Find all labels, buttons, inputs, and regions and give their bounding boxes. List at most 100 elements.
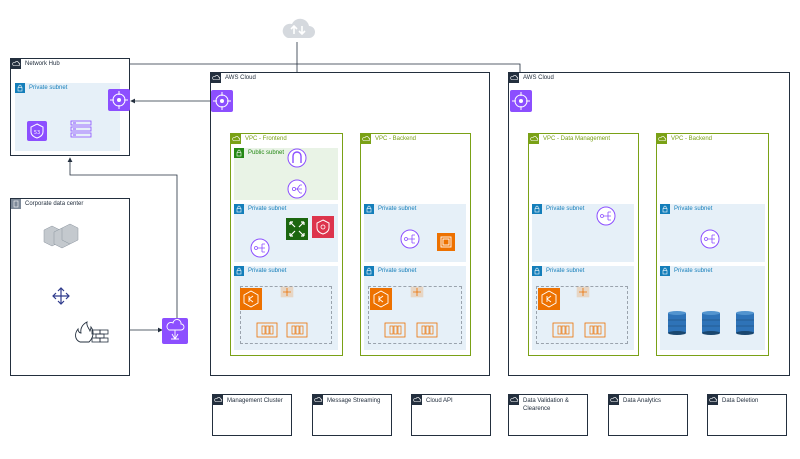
transit-gateway-icon (510, 90, 532, 112)
lock-icon (364, 266, 374, 276)
cloud-group-icon (313, 395, 323, 405)
lock-icon (364, 204, 374, 214)
fe-private-subnet-1-label: Private subnet (248, 206, 287, 212)
legend-label: Data Validation & Clearence (523, 398, 569, 412)
lock-icon (234, 204, 244, 214)
waf-icon (312, 216, 334, 238)
transit-gateway-icon (211, 90, 233, 112)
be1-private-subnet-2-label: Private subnet (378, 268, 417, 274)
cloud-group-icon (708, 395, 718, 405)
lock-icon (532, 204, 542, 214)
eks-icon (370, 288, 392, 310)
legend-message-streaming: Message Streaming (312, 394, 392, 436)
legend-label: Message Streaming (327, 398, 381, 404)
container-icon (416, 322, 438, 338)
be1-private-subnet-1-label: Private subnet (378, 206, 417, 212)
dm-private-subnet-1-label: Private subnet (546, 206, 585, 212)
vpc-data-management-label: VPC - Data Management (543, 136, 611, 142)
fe-private-subnet-2: Private subnet (234, 266, 338, 350)
vpc-backend-1-group: VPC - Backend (360, 133, 471, 356)
hub-private-subnet-label: Private subnet (29, 85, 68, 91)
vpc-icon (361, 134, 371, 144)
node-icon (280, 286, 294, 298)
legend-label: Cloud API (426, 398, 453, 404)
be2-private-subnet-2-label: Private subnet (674, 268, 713, 274)
legend-cloud-api: Cloud API (411, 394, 491, 436)
fe-node-group (240, 286, 332, 344)
router-icon (52, 287, 70, 305)
legend-management-cluster: Management Cluster (212, 394, 292, 436)
vpc-frontend-label: VPC - Frontend (245, 136, 287, 142)
legend-label: Data Analytics (623, 398, 662, 404)
lock-icon (660, 204, 670, 214)
vpc-backend-2-label: VPC - Backend (671, 136, 713, 142)
svg-text:53: 53 (34, 130, 40, 136)
cloud-group-icon (609, 395, 619, 405)
container-icon (256, 322, 278, 338)
vpc-frontend-group: VPC - Frontend (230, 133, 343, 356)
vpc-icon (657, 134, 667, 144)
ecr-icon (437, 233, 455, 251)
vpc-icon (231, 134, 241, 144)
node-icon (576, 286, 590, 298)
transit-gateway-icon (108, 89, 130, 111)
route53-resolver-icon: 53 (27, 121, 47, 141)
building-icon (11, 199, 21, 209)
database-icon (702, 311, 720, 335)
dm-node-group (536, 286, 628, 344)
internet-gateway-icon (287, 148, 307, 168)
aws-cloud-1-label: AWS Cloud (225, 75, 256, 81)
eks-autoscaling-icon (286, 218, 308, 240)
vpn-gateway-icon (162, 318, 188, 344)
network-load-balancer-icon (400, 229, 420, 249)
node-icon (410, 286, 424, 298)
internet-cloud-icon (282, 18, 315, 38)
fe-private-subnet-2-label: Private subnet (248, 268, 287, 274)
vpc-backend-2-group: VPC - Backend (656, 133, 769, 356)
cloud-group-icon (11, 59, 21, 69)
network-load-balancer-icon (250, 238, 270, 258)
be2-private-subnet-1-label: Private subnet (674, 206, 713, 212)
cloud-group-icon (412, 395, 422, 405)
aws-cloud-icon (509, 73, 519, 83)
vpc-data-management-group: VPC - Data Management (528, 133, 639, 356)
load-balancer-icon (287, 179, 307, 199)
fe-public-subnet: Public subnet (234, 148, 338, 200)
server-stack-icon (43, 223, 79, 249)
network-load-balancer-icon (596, 206, 616, 226)
be2-private-subnet-2: Private subnet (660, 266, 765, 350)
network-hub-label: Network Hub (25, 61, 60, 67)
firewall-icon (75, 321, 109, 343)
aws-cloud-2-label: AWS Cloud (523, 75, 554, 81)
legend-data-deletion: Data Deletion (707, 394, 787, 436)
cloud-group-icon (509, 395, 519, 405)
vpc-icon (529, 134, 539, 144)
eks-icon (538, 288, 560, 310)
corporate-data-center-label: Corporate data center (25, 201, 84, 207)
aws-cloud-icon (211, 73, 221, 83)
dns-records-icon (70, 120, 92, 138)
vpc-backend-1-label: VPC - Backend (375, 136, 417, 142)
lock-icon (660, 266, 670, 276)
legend-data-analytics: Data Analytics (608, 394, 688, 436)
container-icon (286, 322, 308, 338)
database-icon (736, 311, 754, 335)
legend-label: Management Cluster (227, 398, 283, 404)
container-icon (552, 322, 574, 338)
database-icon (668, 311, 686, 335)
lock-icon (234, 266, 244, 276)
dm-private-subnet-1: Private subnet (532, 204, 634, 262)
lock-icon (532, 266, 542, 276)
dm-private-subnet-2-label: Private subnet (546, 268, 585, 274)
lock-icon (234, 148, 244, 158)
legend-data-validation: Data Validation & Clearence (508, 394, 588, 436)
eks-icon (240, 288, 262, 310)
network-load-balancer-icon (700, 229, 720, 249)
fe-public-subnet-label: Public subnet (248, 150, 285, 156)
lock-icon (15, 83, 25, 93)
container-icon (384, 322, 406, 338)
container-icon (584, 322, 606, 338)
legend-label: Data Deletion (722, 398, 759, 404)
be1-node-group (368, 286, 462, 344)
cloud-group-icon (213, 395, 223, 405)
